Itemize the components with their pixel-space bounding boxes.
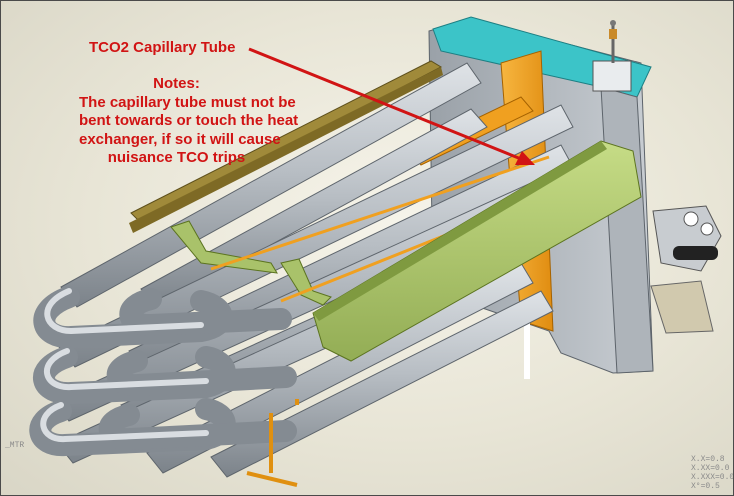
green-straps: [170, 220, 332, 306]
u-bends-highlight: [40, 288, 209, 443]
dim-line: X°=0.5: [691, 482, 720, 491]
corner-tag: _MTR: [5, 441, 25, 450]
side-components: [650, 205, 722, 334]
callout-notes: Notes: The capillary tube must not be be…: [79, 75, 299, 168]
notes-heading: Notes:: [153, 75, 200, 92]
notes-line: The capillary tube must not be: [79, 93, 296, 111]
dimension-tolerances: X.X=0.8 X.XX=0.0 X.XXX=0.0 X°=0.5: [691, 455, 734, 491]
notes-line: bent towards or touch the heat: [79, 112, 299, 129]
callout-arrow: [248, 47, 535, 165]
notes-line: exchanger, if so it will cause: [79, 130, 281, 148]
olive-rail: [129, 60, 443, 233]
dim-line: X.X=0.8: [691, 455, 725, 464]
orange-stand: [246, 399, 299, 487]
callout-title: TCO2 Capillary Tube: [89, 39, 236, 56]
dim-line: X.XX=0.0: [691, 464, 730, 473]
dim-line: X.XXX=0.0: [691, 473, 734, 482]
green-shield: [312, 140, 642, 362]
notes-line: nuisance TCO trips: [107, 149, 246, 166]
